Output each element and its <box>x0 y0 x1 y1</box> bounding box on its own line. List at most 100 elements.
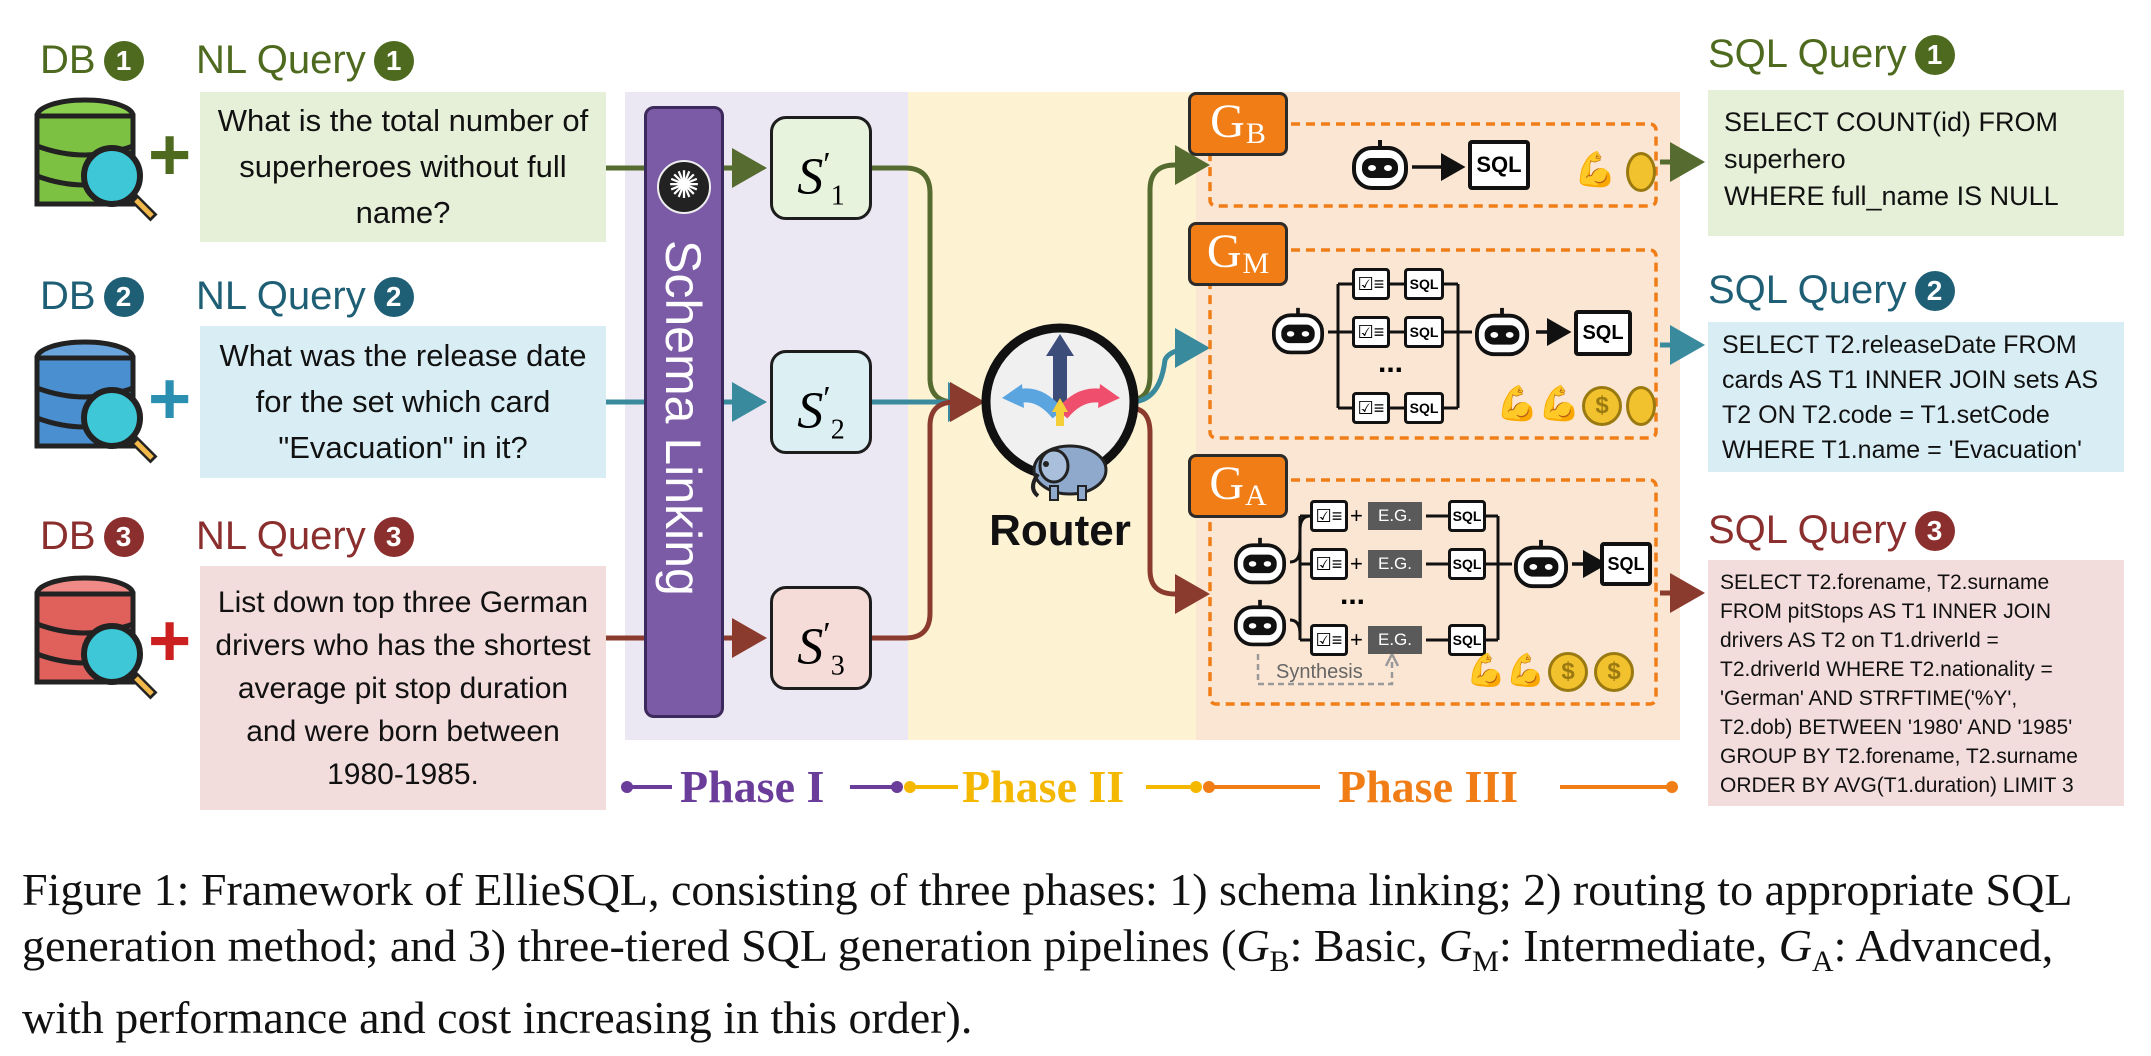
caption-gm-desc: : Intermediate, <box>1498 920 1779 971</box>
plus-sign: + <box>1350 551 1363 576</box>
db-num-3: 3 <box>103 517 144 557</box>
caption-gb-desc: : Basic, <box>1289 920 1440 971</box>
gm-ellipsis: ... <box>1378 346 1404 379</box>
gen-sub: A <box>1245 479 1267 512</box>
route-to-gm <box>1129 328 1210 405</box>
coin-icon: $ <box>1548 652 1588 692</box>
schema-subset-3: S′3 <box>770 586 872 690</box>
schema-letter: S <box>797 618 824 676</box>
phase-timeline <box>621 781 1678 793</box>
database-icon-2 <box>30 336 158 466</box>
synthesis-loop <box>1256 654 1394 686</box>
muscle-icon: 💪💪 <box>1496 385 1581 423</box>
nl-query-box-3: List down top three German drivers who h… <box>200 566 606 810</box>
robot-icon <box>1512 538 1570 592</box>
sql-query-box-1: SELECT COUNT(id) FROM superhero WHERE fu… <box>1708 90 2124 236</box>
nl-label-text: NL Query <box>196 38 366 82</box>
caption-gb: G <box>1236 920 1270 971</box>
sql-query-box-2: SELECT T2.releaseDate FROM cards AS T1 I… <box>1708 322 2124 472</box>
caption-prefix: Figure 1: Framework of EllieSQL, consist… <box>22 864 2071 971</box>
checklist-icon: ☑≡ <box>1310 548 1348 580</box>
schema-prime: ′ <box>823 146 831 183</box>
phase-3-label: Phase III <box>1338 761 1519 812</box>
sql-num-2: 2 <box>1914 271 1955 311</box>
gen-sub: M <box>1242 247 1270 280</box>
ga-ellipsis: ... <box>1340 578 1366 611</box>
sql-query-box-3: SELECT T2.forename, T2.surname FROM pitS… <box>1708 560 2124 806</box>
db-num-2: 2 <box>103 277 144 317</box>
sql-icon: SQL <box>1404 268 1444 300</box>
gen-sub: B <box>1245 117 1266 150</box>
schema-subset-1: S′1 <box>770 116 872 220</box>
caption-ga-desc: : Advanced, with performance and cost in… <box>22 920 2054 1044</box>
caption-gb-sub: B <box>1269 945 1290 979</box>
nl-query-box-1: What is the total number of superheroes … <box>200 92 606 242</box>
sql-icon: SQL <box>1448 548 1486 580</box>
router-icon <box>980 322 1140 482</box>
nl-query-box-2: What was the release date for the set wh… <box>200 326 606 478</box>
example-badge: E.G. <box>1368 626 1422 654</box>
sql-label-text: SQL Query <box>1708 268 1907 312</box>
synthesis-label: Synthesis <box>1276 661 1363 683</box>
gm-fan-lines <box>1328 282 1472 410</box>
checklist-icon: ☑≡ <box>1310 624 1348 656</box>
gen-letter: G <box>1210 95 1245 148</box>
db-label-text: DB <box>40 514 96 558</box>
db-label-text: DB <box>40 274 96 318</box>
example-badge: E.G. <box>1368 550 1422 578</box>
schema-sub: 2 <box>830 414 845 446</box>
generator-basic-badge: GB <box>1188 92 1288 156</box>
coin-icon: $ <box>1582 386 1622 426</box>
database-icon-3 <box>30 572 158 702</box>
checklist-icon: ☑≡ <box>1310 500 1348 532</box>
route-to-gb <box>1129 145 1210 403</box>
coin-icon: $ <box>1594 652 1634 692</box>
nl-num-3: 3 <box>373 517 414 557</box>
robot-icon <box>1232 536 1288 588</box>
caption-gm: G <box>1439 920 1473 971</box>
gen-letter: G <box>1206 225 1242 278</box>
plus-icon-3: + <box>148 599 192 682</box>
checklist-icon: ☑≡ <box>1352 316 1390 348</box>
sql-label-text: SQL Query <box>1708 508 1907 552</box>
plus-icon-2: + <box>148 357 192 440</box>
sql-label-text: SQL Query <box>1708 32 1907 76</box>
openai-icon: ✺ <box>657 160 711 214</box>
sql-icon: SQL <box>1448 500 1486 532</box>
sql-icon: SQL <box>1468 140 1530 190</box>
gb-frame <box>1208 122 1658 208</box>
schema-letter: S <box>797 148 824 206</box>
schema-letter: S <box>797 382 824 440</box>
sql-icon: SQL <box>1448 624 1486 656</box>
schema-sub: 3 <box>830 650 845 682</box>
caption-gm-sub: M <box>1472 945 1499 979</box>
gm-frame <box>1208 248 1658 440</box>
plus-sign: + <box>1350 627 1363 652</box>
caption-ga-sub: A <box>1811 945 1834 979</box>
muscle-icon: 💪 <box>1574 151 1617 189</box>
flow-line-3 <box>606 382 985 658</box>
router-label: Router <box>989 506 1131 555</box>
schema-prime: ′ <box>823 616 831 653</box>
sql-icon: SQL <box>1574 310 1632 356</box>
database-icon-1 <box>30 94 158 224</box>
nl-label-text: NL Query <box>196 514 366 558</box>
robot-icon <box>1270 306 1326 358</box>
figure-caption: Figure 1: Framework of EllieSQL, consist… <box>22 862 2132 1046</box>
sql-num-1: 1 <box>1914 35 1955 75</box>
robot-icon <box>1232 598 1288 650</box>
db-num-1: 1 <box>103 41 144 81</box>
phase-1-label: Phase I <box>680 761 825 812</box>
coin-icon <box>1626 152 1656 192</box>
sql-icon: SQL <box>1600 542 1652 586</box>
